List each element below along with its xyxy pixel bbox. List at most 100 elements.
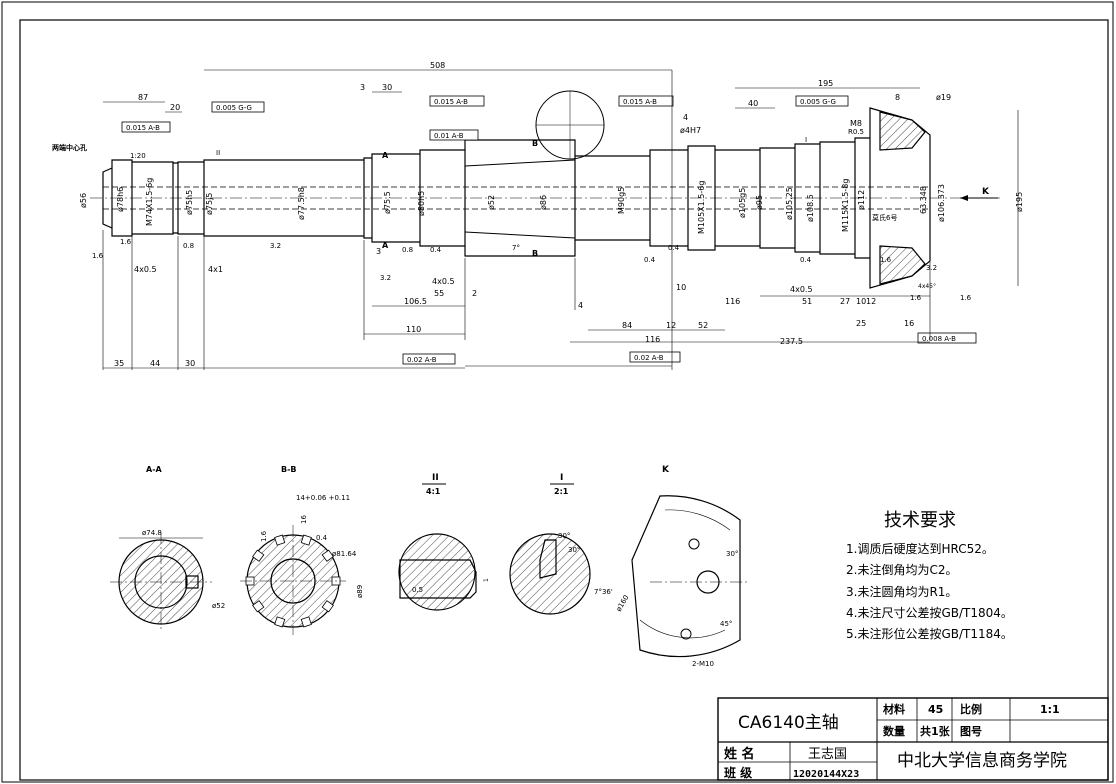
k-view-arrow: K [982, 187, 990, 197]
svg-text:10: 10 [856, 297, 866, 306]
svg-text:16: 16 [300, 515, 308, 524]
svg-text:4x0.5: 4x0.5 [432, 277, 455, 286]
svg-text:0.5: 0.5 [412, 586, 423, 594]
svg-text:ø106.373: ø106.373 [937, 184, 946, 222]
quantity-value: 共1张 [920, 724, 951, 738]
mark-ii: II [216, 149, 220, 157]
mark-a1: A [382, 151, 389, 160]
svg-text:ø52: ø52 [487, 195, 496, 210]
dim-right-len: 195 [818, 79, 833, 88]
svg-text:25: 25 [856, 319, 866, 328]
req-4: 4.未注尺寸公差按GB/T1804。 [846, 605, 1013, 620]
svg-text:51: 51 [802, 297, 812, 306]
svg-text:ø89: ø89 [356, 585, 364, 598]
svg-text:3.2: 3.2 [380, 274, 391, 282]
svg-text:0.4: 0.4 [800, 256, 812, 264]
svg-text:ø56: ø56 [79, 193, 88, 208]
svg-text:3: 3 [376, 247, 381, 256]
svg-text:0.015 A-B: 0.015 A-B [434, 98, 468, 106]
section-bb: B-B 14+0.06 +0.11 ø81.64 ø89 1.6 0.4 16 [240, 465, 364, 635]
spline-tooth [252, 549, 265, 562]
spline-tooth [321, 600, 334, 613]
mark-b1: B [532, 139, 538, 148]
svg-text:16: 16 [904, 319, 914, 328]
svg-text:63.348: 63.348 [919, 186, 928, 214]
svg-text:ø74.8: ø74.8 [142, 529, 162, 537]
svg-text:ø75j5: ø75j5 [205, 193, 214, 215]
svg-text:ø108.5: ø108.5 [806, 194, 815, 222]
material-label: 材料 [883, 702, 905, 716]
svg-text:12: 12 [666, 321, 676, 330]
svg-text:ø75.5: ø75.5 [383, 191, 392, 214]
spline-tooth [321, 549, 334, 562]
svg-text:ø112: ø112 [857, 190, 866, 210]
angle-7: 7° [512, 244, 520, 252]
svg-text:1.6: 1.6 [92, 252, 104, 260]
svg-text:ø86: ø86 [539, 195, 548, 210]
svg-text:44: 44 [150, 359, 160, 368]
svg-text:7°36': 7°36' [594, 588, 613, 596]
dim-r05: R0.5 [848, 128, 864, 136]
svg-text:12: 12 [866, 297, 876, 306]
svg-text:1.6: 1.6 [910, 294, 922, 302]
svg-text:ø75h5: ø75h5 [185, 190, 194, 215]
svg-text:35: 35 [114, 359, 124, 368]
svg-text:30°: 30° [726, 550, 738, 558]
svg-text:0.8: 0.8 [183, 242, 194, 250]
svg-text:3.2: 3.2 [926, 264, 937, 272]
svg-text:II: II [432, 473, 439, 483]
svg-text:ø78h6: ø78h6 [116, 187, 125, 212]
svg-text:ø80h5: ø80h5 [417, 191, 426, 216]
svg-text:K: K [662, 465, 670, 475]
main-view: 508 195 87 20 3 30 40 8 4 ø4H7 M8 R0.5 ø… [52, 61, 1024, 370]
svg-text:110: 110 [406, 325, 421, 334]
spline-tooth [300, 616, 312, 628]
svg-text:0.4: 0.4 [316, 534, 328, 542]
mark-a2: A [382, 241, 389, 250]
part-name: CA6140主轴 [738, 713, 839, 733]
mark-i: I [805, 136, 807, 144]
spline-tooth [252, 600, 265, 613]
svg-text:A-A: A-A [146, 465, 163, 474]
scale-value: 1:1 [1040, 703, 1060, 716]
svg-text:0.01 A-B: 0.01 A-B [434, 132, 464, 140]
drawing-no-label: 图号 [960, 725, 982, 738]
svg-text:M74X1.5-6g: M74X1.5-6g [145, 178, 154, 226]
svg-text:116: 116 [645, 335, 660, 344]
svg-text:27: 27 [840, 297, 850, 306]
detail-ii: II 4:1 0.5 1 [398, 473, 490, 611]
svg-text:2: 2 [472, 289, 477, 298]
dim-3: 3 [360, 83, 365, 92]
detail-i: I 2:1 30° 30° 7°36' ø160 [509, 473, 631, 615]
view-k: K 30° 45° 2-M10 [631, 465, 748, 668]
svg-text:14+0.06 +0.11: 14+0.06 +0.11 [296, 494, 350, 502]
req-1: 1.调质后硬度达到HRC52。 [846, 541, 994, 556]
svg-text:ø77.5h8: ø77.5h8 [297, 187, 306, 220]
svg-text:3.2: 3.2 [270, 242, 281, 250]
quantity-label: 数量 [883, 724, 905, 738]
svg-text:1.6: 1.6 [260, 530, 268, 542]
dim-30: 30 [382, 83, 392, 92]
svg-text:1.6: 1.6 [960, 294, 972, 302]
svg-text:0.02 A-B: 0.02 A-B [634, 354, 664, 362]
class-label: 班 级 [724, 765, 752, 780]
svg-text:ø81.64: ø81.64 [332, 550, 357, 558]
diameter-labels: ø56 ø78h6 M74X1.5-6g ø75h5 ø75j5 ø77.5h8… [79, 178, 1024, 234]
school-name: 中北大学信息商务学院 [897, 751, 1067, 771]
svg-text:M90g5: M90g5 [617, 187, 626, 214]
svg-text:0.4: 0.4 [430, 246, 442, 254]
dim-4h7: ø4H7 [680, 126, 701, 135]
scale-label: 比例 [960, 702, 982, 716]
svg-text:30°: 30° [558, 532, 570, 540]
shaft-outline [102, 107, 931, 289]
class-value: 12020144X23 [793, 769, 859, 780]
req-5: 5.未注形位公差按GB/T1184。 [846, 626, 1013, 641]
svg-text:2:1: 2:1 [554, 487, 569, 496]
svg-text:52: 52 [698, 321, 708, 330]
svg-text:0.015 A-B: 0.015 A-B [623, 98, 657, 106]
req-2: 2.未注倒角均为C2。 [846, 562, 957, 577]
gt-frames: 0.005 G-G 0.015 A-B 0.015 A-B 0.01 A-B 0… [121, 95, 977, 365]
svg-text:ø160: ø160 [615, 594, 631, 613]
spline-tooth [274, 616, 286, 628]
